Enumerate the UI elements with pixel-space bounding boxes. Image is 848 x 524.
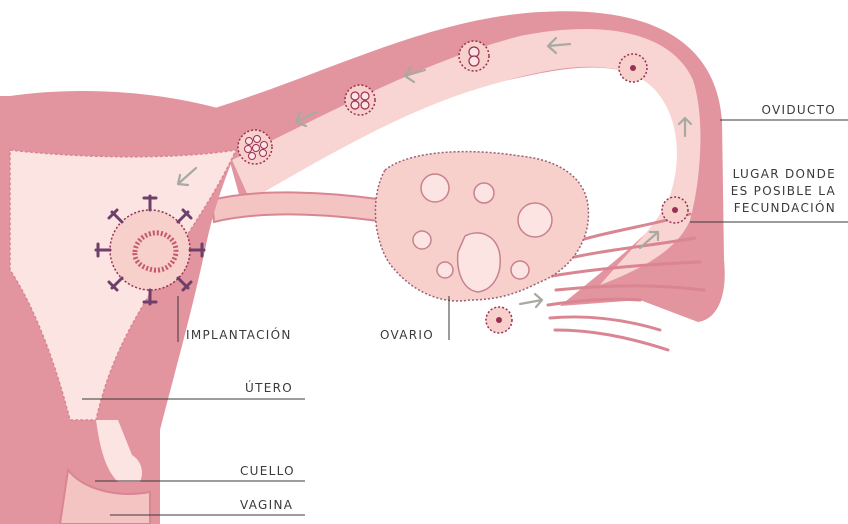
cell-4-cell bbox=[345, 85, 375, 115]
label-fecundacion-line3: FECUNDACIÓN bbox=[734, 200, 836, 216]
cell-zygote bbox=[619, 54, 647, 82]
cell-2-cell bbox=[459, 41, 489, 71]
label-oviducto: OVIDUCTO bbox=[761, 102, 836, 118]
label-vagina: VAGINA bbox=[240, 497, 293, 513]
label-implantacion: IMPLANTACIÓN bbox=[186, 327, 292, 343]
label-fecundacion-line1: LUGAR DONDE bbox=[733, 166, 836, 182]
label-fecundacion-line2: ES POSIBLE LA bbox=[731, 183, 836, 199]
released-egg bbox=[486, 307, 512, 333]
cell-morula bbox=[238, 130, 272, 164]
label-ovario: OVARIO bbox=[380, 327, 434, 343]
cell-fertilization bbox=[662, 197, 688, 223]
implantation-blastocyst bbox=[96, 196, 204, 304]
label-cuello: CUELLO bbox=[240, 463, 295, 479]
ovarian-ligament bbox=[212, 192, 385, 222]
label-utero: ÚTERO bbox=[245, 380, 293, 396]
